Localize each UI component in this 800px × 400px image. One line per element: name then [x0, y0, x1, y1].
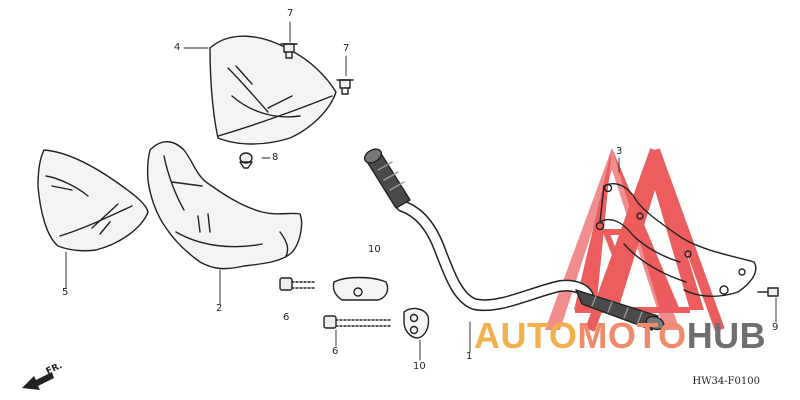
bolt-part-9 [757, 287, 779, 297]
upper-cover-part-4 [209, 35, 337, 145]
side-cover-part-5 [37, 149, 149, 252]
callout-9: 9 [772, 322, 779, 333]
screw-part-7-lower [336, 79, 354, 95]
callout-4: 4 [174, 42, 181, 53]
callout-7-upper: 7 [287, 8, 294, 19]
callout-6-upper: 6 [283, 312, 290, 323]
watermark-text-moto: MOTO [577, 315, 687, 356]
watermark-triangle-logo [545, 148, 725, 332]
callout-10-upper: 10 [368, 244, 381, 255]
callout-3: 3 [616, 146, 623, 157]
watermark-text-hub: HUB [686, 315, 767, 356]
holder-part-10-upper [332, 276, 389, 301]
leader-lines [65, 21, 777, 361]
callout-6-lower: 6 [332, 346, 339, 357]
callout-10-lower: 10 [413, 361, 426, 372]
screw-part-7-upper [280, 43, 298, 59]
holder-part-10-lower [403, 307, 430, 339]
right-grip [575, 289, 665, 331]
callout-8: 8 [272, 152, 279, 163]
callout-5: 5 [62, 287, 69, 298]
watermark-text-auto: AUTO [474, 315, 578, 356]
left-grip [363, 148, 411, 209]
callout-7-lower: 7 [343, 43, 350, 54]
handlebar-part-1 [363, 148, 665, 331]
bolt-part-6-lower [323, 315, 393, 329]
callout-1: 1 [466, 351, 473, 362]
front-cover-part-2 [146, 141, 303, 270]
watermark-text: AUTOMOTOHUB [474, 318, 766, 354]
callout-2: 2 [216, 303, 223, 314]
front-direction-arrow [22, 372, 54, 390]
drawing-code: HW34-F0100 [692, 376, 761, 387]
bolt-part-6-upper [279, 277, 317, 291]
bracket-part-3 [595, 182, 757, 297]
clip-part-8 [239, 152, 253, 169]
